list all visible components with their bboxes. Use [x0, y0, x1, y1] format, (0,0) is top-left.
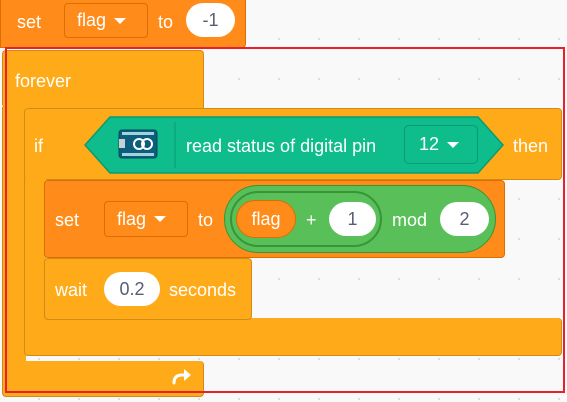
- if-bottom: [24, 318, 562, 356]
- if-arm: [24, 178, 46, 320]
- modulus-input[interactable]: 2: [440, 202, 489, 236]
- then-label: then: [513, 136, 549, 156]
- plus-label: +: [306, 210, 317, 230]
- set-label: set: [17, 12, 42, 32]
- seconds-label: seconds: [169, 280, 237, 300]
- duration-input[interactable]: 0.2: [104, 272, 160, 306]
- mod-label: mod: [392, 210, 428, 230]
- loop-arrow-icon: [172, 369, 191, 385]
- caret-down-icon: [447, 141, 460, 148]
- forever-block[interactable]: [2, 50, 204, 108]
- caret-down-icon: [114, 17, 127, 24]
- pin-dropdown[interactable]: 12: [404, 125, 478, 164]
- wait-label: wait: [55, 280, 88, 300]
- selection-highlight: [5, 47, 565, 393]
- value-input[interactable]: -1: [186, 3, 235, 37]
- arduino-board-icon: [118, 129, 158, 159]
- variable-name: flag: [77, 10, 107, 30]
- digital-pin-sensor-block[interactable]: [84, 116, 504, 174]
- set-label: set: [55, 210, 80, 230]
- flag-variable-reporter[interactable]: flag: [236, 200, 296, 238]
- variable-name: flag: [117, 208, 147, 229]
- forever-label: forever: [15, 71, 72, 91]
- variable-dropdown[interactable]: flag: [104, 201, 188, 237]
- addend-input[interactable]: 1: [329, 202, 376, 236]
- caret-down-icon: [154, 216, 167, 222]
- to-label: to: [198, 210, 214, 230]
- if-label: if: [34, 136, 43, 156]
- to-label: to: [158, 12, 174, 32]
- variable-dropdown[interactable]: flag: [64, 3, 148, 38]
- flag-reporter-label: flag: [251, 208, 281, 229]
- pin-value: 12: [419, 134, 440, 154]
- sensor-label: read status of digital pin: [186, 136, 377, 156]
